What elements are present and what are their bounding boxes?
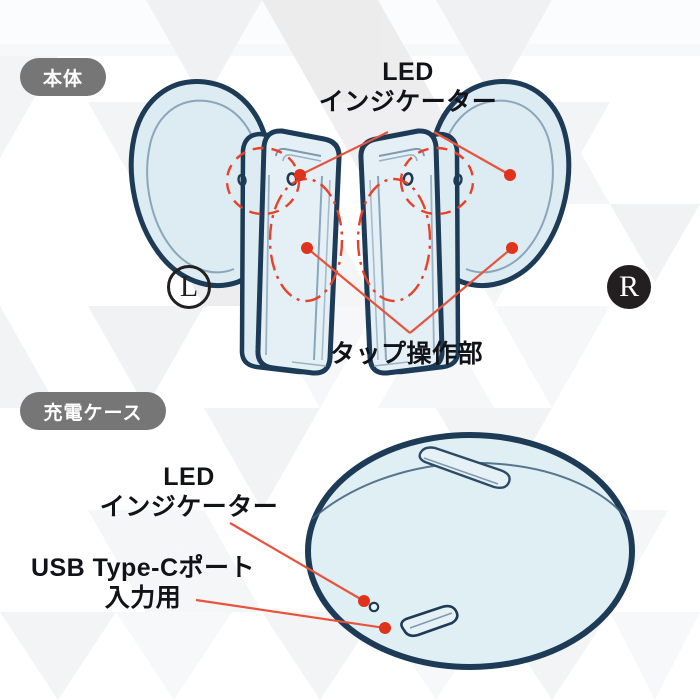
right-channel-marker: R bbox=[607, 265, 651, 309]
case-led-hole bbox=[368, 601, 380, 613]
leader-lines-case bbox=[195, 522, 391, 634]
section-badge-body: 本体 bbox=[20, 58, 106, 96]
label-usb-type-c-port-line2: 入力用 bbox=[104, 583, 182, 612]
label-usb-type-c-port: USB Type-Cポート 入力用 bbox=[18, 554, 268, 613]
tap-area-highlight-oval bbox=[356, 177, 432, 303]
label-tap-control-area: タップ操作部 bbox=[330, 340, 484, 368]
label-usb-type-c-port-line1: USB Type-Cポート bbox=[30, 554, 256, 582]
label-led-indicator-case-line1: LED bbox=[163, 463, 215, 491]
tap-area-highlight-oval bbox=[268, 177, 344, 303]
label-led-indicator-case: LED インジケーター bbox=[92, 463, 286, 522]
left-earbud-illustration bbox=[128, 79, 344, 376]
label-led-indicator-earbuds: LED インジケーター bbox=[318, 58, 498, 117]
right-earbud-illustration bbox=[356, 79, 572, 376]
left-channel-marker: L bbox=[167, 265, 211, 309]
section-badge-charging-case: 充電ケース bbox=[20, 392, 166, 430]
label-led-indicator-case-line2: インジケーター bbox=[99, 492, 279, 521]
leader-lines-earbuds bbox=[294, 131, 518, 334]
label-led-indicator-earbuds-line2: インジケーター bbox=[318, 87, 498, 116]
charging-case-illustration bbox=[305, 432, 635, 670]
usb-c-port bbox=[400, 604, 459, 638]
label-led-indicator-earbuds-line1: LED bbox=[382, 58, 434, 86]
